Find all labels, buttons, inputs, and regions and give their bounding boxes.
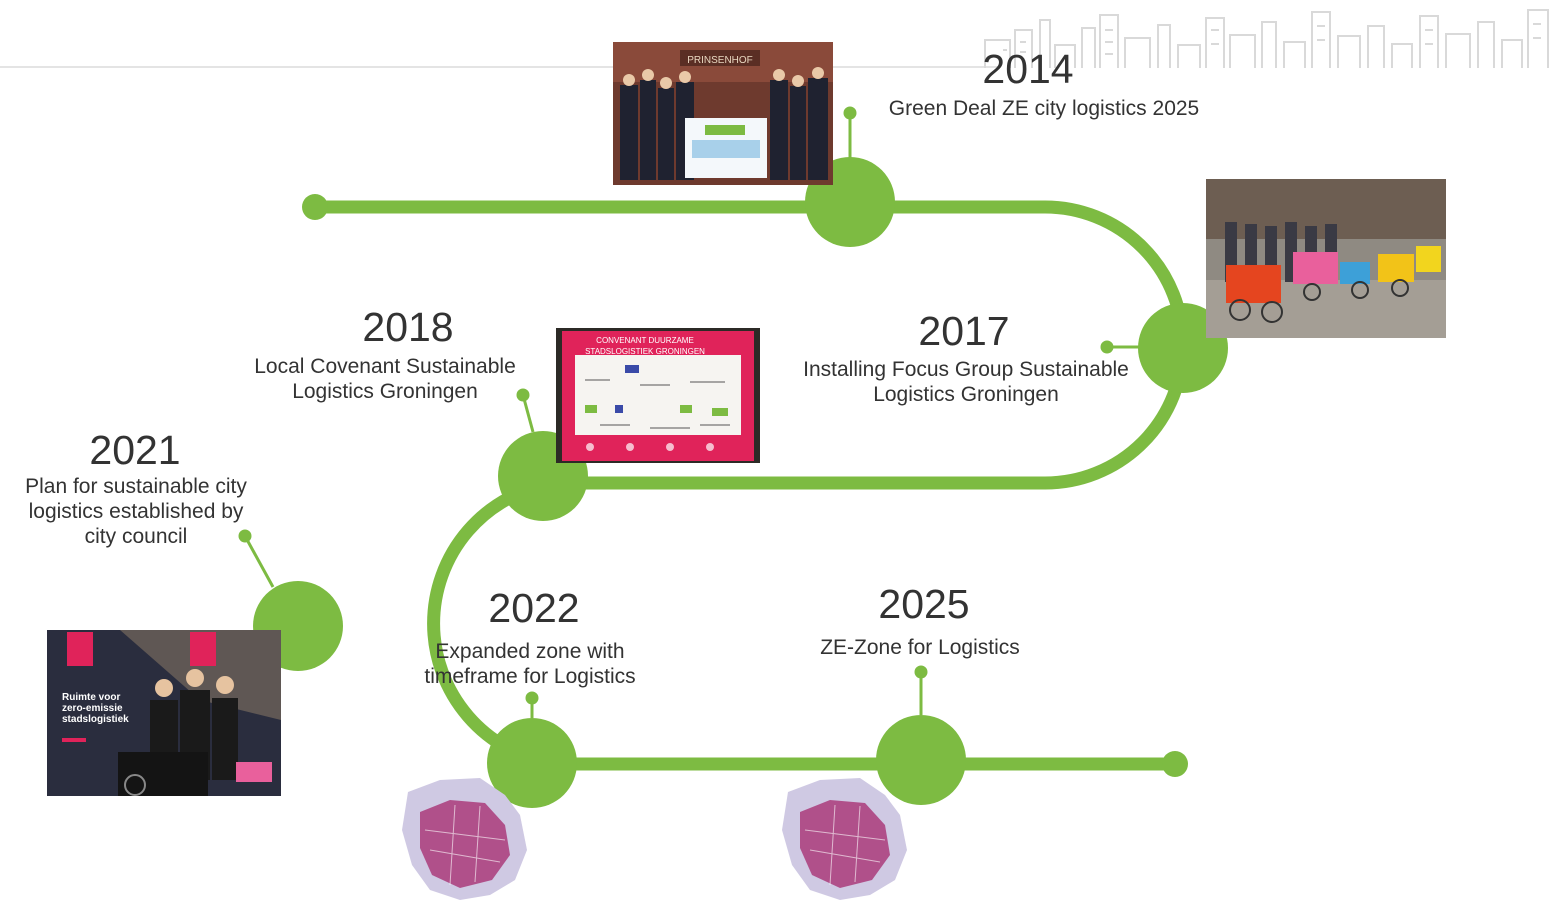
milestone-desc-2022-line-1: Expanded zone with [435, 640, 624, 663]
map-2025-zone [782, 778, 907, 900]
milestone-desc-2021-line-2: logistics established by [29, 500, 244, 523]
city-skyline-watermark [984, 9, 1549, 68]
milestone-label-2021: 2021 Plan for sustainable city logistics… [25, 427, 247, 548]
milestone-label-2025: 2025 ZE-Zone for Logistics [820, 581, 1020, 659]
milestone-year-2021: 2021 [89, 427, 180, 473]
milestone-desc-2021-line-1: Plan for sustainable city [25, 475, 247, 498]
milestone-label-2022: 2022 Expanded zone with timeframe for Lo… [424, 585, 635, 688]
milestone-label-2017: 2017 Installing Focus Group Sustainable … [803, 308, 1129, 406]
photo-2021-title-line-2: zero-emissie [62, 703, 123, 714]
photo-2017-cargo-bikes [1206, 179, 1446, 338]
milestone-node-2022 [487, 718, 577, 808]
milestone-node-2017 [1138, 303, 1228, 393]
milestone-desc-2014-line-1: Green Deal ZE city logistics 2025 [889, 97, 1199, 120]
connector-pins [238, 106, 1140, 718]
timeline-end-dot [1162, 751, 1188, 777]
milestone-year-2014: 2014 [982, 46, 1073, 92]
photo-2021-title-line-3: stadslogistiek [62, 714, 129, 725]
milestone-desc-2017-line-2: Logistics Groningen [873, 383, 1059, 406]
milestone-year-2018: 2018 [362, 304, 453, 350]
milestone-desc-2022-line-2: timeframe for Logistics [424, 665, 635, 688]
milestone-node-2025 [876, 715, 966, 805]
milestone-desc-2021-line-3: city council [85, 525, 188, 548]
milestone-year-2022: 2022 [488, 585, 579, 631]
milestone-year-2017: 2017 [918, 308, 1009, 354]
map-2022-zone [402, 778, 527, 900]
photo-2021-plan-cover: Ruimte voor zero-emissie stadslogistiek [47, 630, 281, 796]
milestone-desc-2018-line-1: Local Covenant Sustainable [254, 355, 516, 378]
photo-2021-title-line-1: Ruimte voor [62, 692, 120, 703]
photo-2018-covenant: CONVENANT DUURZAME STADSLOGISTIEK GRONIN… [556, 328, 760, 463]
timeline-path [308, 200, 1190, 771]
milestone-label-2018: 2018 Local Covenant Sustainable Logistic… [254, 304, 516, 403]
photo-2018-title-line-1: CONVENANT DUURZAME [596, 336, 694, 345]
milestone-label-2014: 2014 Green Deal ZE city logistics 2025 [889, 46, 1199, 120]
photo-2014-signing: PRINSENHOF [613, 42, 833, 185]
timeline-start-dot [302, 194, 328, 220]
milestone-desc-2017-line-1: Installing Focus Group Sustainable [803, 358, 1129, 381]
photo-2018-title-line-2: STADSLOGISTIEK GRONINGEN [585, 347, 705, 356]
milestone-year-2025: 2025 [878, 581, 969, 627]
milestone-desc-2025-line-1: ZE-Zone for Logistics [820, 636, 1020, 659]
photo-2014-sign-text: PRINSENHOF [687, 55, 753, 66]
milestone-desc-2018-line-2: Logistics Groningen [292, 380, 478, 403]
